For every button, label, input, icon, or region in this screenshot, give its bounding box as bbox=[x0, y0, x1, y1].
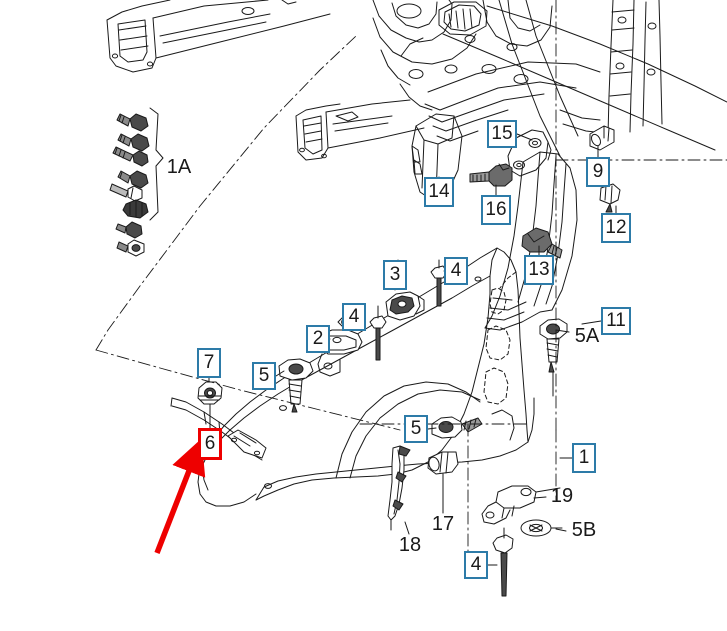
part-4-rivet-a bbox=[430, 259, 448, 307]
callout-5a[interactable]: 5A bbox=[569, 325, 605, 349]
callout-label: 4 bbox=[348, 305, 360, 327]
part-12-clip bbox=[599, 183, 621, 213]
part-4-rivet-bottom bbox=[487, 527, 514, 597]
callout-4[interactable]: 4 bbox=[342, 303, 366, 331]
callout-label: 5 bbox=[258, 364, 270, 386]
callout-label: 16 bbox=[485, 198, 507, 220]
callout-4[interactable]: 4 bbox=[444, 257, 468, 285]
part-5a-screw bbox=[539, 318, 568, 397]
part-17-sleeve bbox=[427, 451, 459, 509]
highlight-arrow bbox=[154, 438, 206, 554]
callout-label: 1 bbox=[578, 446, 590, 468]
callout-12[interactable]: 12 bbox=[601, 213, 631, 243]
part-1-fender bbox=[197, 247, 535, 507]
part-19-bracket bbox=[481, 485, 561, 525]
callout-15[interactable]: 15 bbox=[487, 120, 517, 148]
part-16-stud bbox=[469, 163, 513, 187]
callout-16[interactable]: 16 bbox=[481, 195, 511, 225]
part-15-bracket bbox=[507, 129, 552, 177]
callout-label: 17 bbox=[431, 513, 455, 535]
body-structure-upper bbox=[372, 0, 727, 157]
callout-17[interactable]: 17 bbox=[428, 513, 458, 537]
part-6-rail bbox=[170, 397, 267, 461]
callout-label: 2 bbox=[312, 327, 324, 349]
callout-14[interactable]: 14 bbox=[424, 177, 454, 207]
callout-label: 14 bbox=[428, 180, 450, 202]
callout-4[interactable]: 4 bbox=[464, 551, 488, 579]
callout-label: 5B bbox=[571, 519, 597, 541]
callout-5[interactable]: 5 bbox=[252, 362, 276, 390]
mid-left-beam bbox=[295, 99, 425, 161]
callout-11[interactable]: 11 bbox=[601, 307, 631, 335]
callout-label: 15 bbox=[491, 122, 513, 144]
callout-label: 3 bbox=[389, 263, 401, 285]
callout-13[interactable]: 13 bbox=[524, 255, 554, 285]
callout-label: 5 bbox=[410, 417, 422, 439]
callout-1[interactable]: 1 bbox=[572, 443, 596, 473]
callout-18[interactable]: 18 bbox=[395, 534, 425, 558]
part-9-pin bbox=[589, 125, 615, 151]
callout-9[interactable]: 9 bbox=[586, 157, 610, 187]
callout-6[interactable]: 6 bbox=[198, 428, 222, 460]
reference-lines bbox=[95, 0, 727, 561]
callout-5[interactable]: 5 bbox=[404, 415, 428, 443]
part-5b-washer bbox=[520, 519, 563, 537]
callout-7[interactable]: 7 bbox=[197, 348, 221, 378]
callout-label: 7 bbox=[203, 351, 215, 373]
callout-5b[interactable]: 5B bbox=[566, 519, 602, 543]
upper-left-rail bbox=[106, 0, 331, 73]
hardware-kit-bracket bbox=[149, 107, 164, 221]
part-18-seal bbox=[387, 445, 411, 531]
callout-label: 5A bbox=[574, 325, 600, 347]
callout-19[interactable]: 19 bbox=[546, 485, 578, 509]
part-5-screw-left bbox=[278, 358, 314, 413]
callout-label: 4 bbox=[450, 259, 462, 281]
callout-label: 19 bbox=[550, 485, 574, 507]
hardware-kit-items bbox=[109, 113, 150, 257]
part-7-nut bbox=[197, 381, 223, 405]
part-3-clip bbox=[385, 291, 425, 321]
callout-label: 12 bbox=[605, 216, 627, 238]
callout-label: 13 bbox=[528, 258, 550, 280]
callout-label: 11 bbox=[606, 309, 626, 331]
callout-2[interactable]: 2 bbox=[306, 325, 330, 353]
callout-label: 6 bbox=[204, 432, 216, 454]
callout-label: 9 bbox=[592, 160, 604, 182]
callout-label: 1A bbox=[166, 156, 192, 178]
callout-3[interactable]: 3 bbox=[383, 260, 407, 290]
callout-label: 4 bbox=[470, 553, 482, 575]
callout-1a[interactable]: 1A bbox=[162, 155, 196, 181]
part-4-rivet-b bbox=[369, 305, 387, 361]
part-13-screw bbox=[521, 227, 563, 259]
callout-label: 18 bbox=[398, 534, 422, 556]
part-5-screw-arch bbox=[431, 416, 483, 439]
